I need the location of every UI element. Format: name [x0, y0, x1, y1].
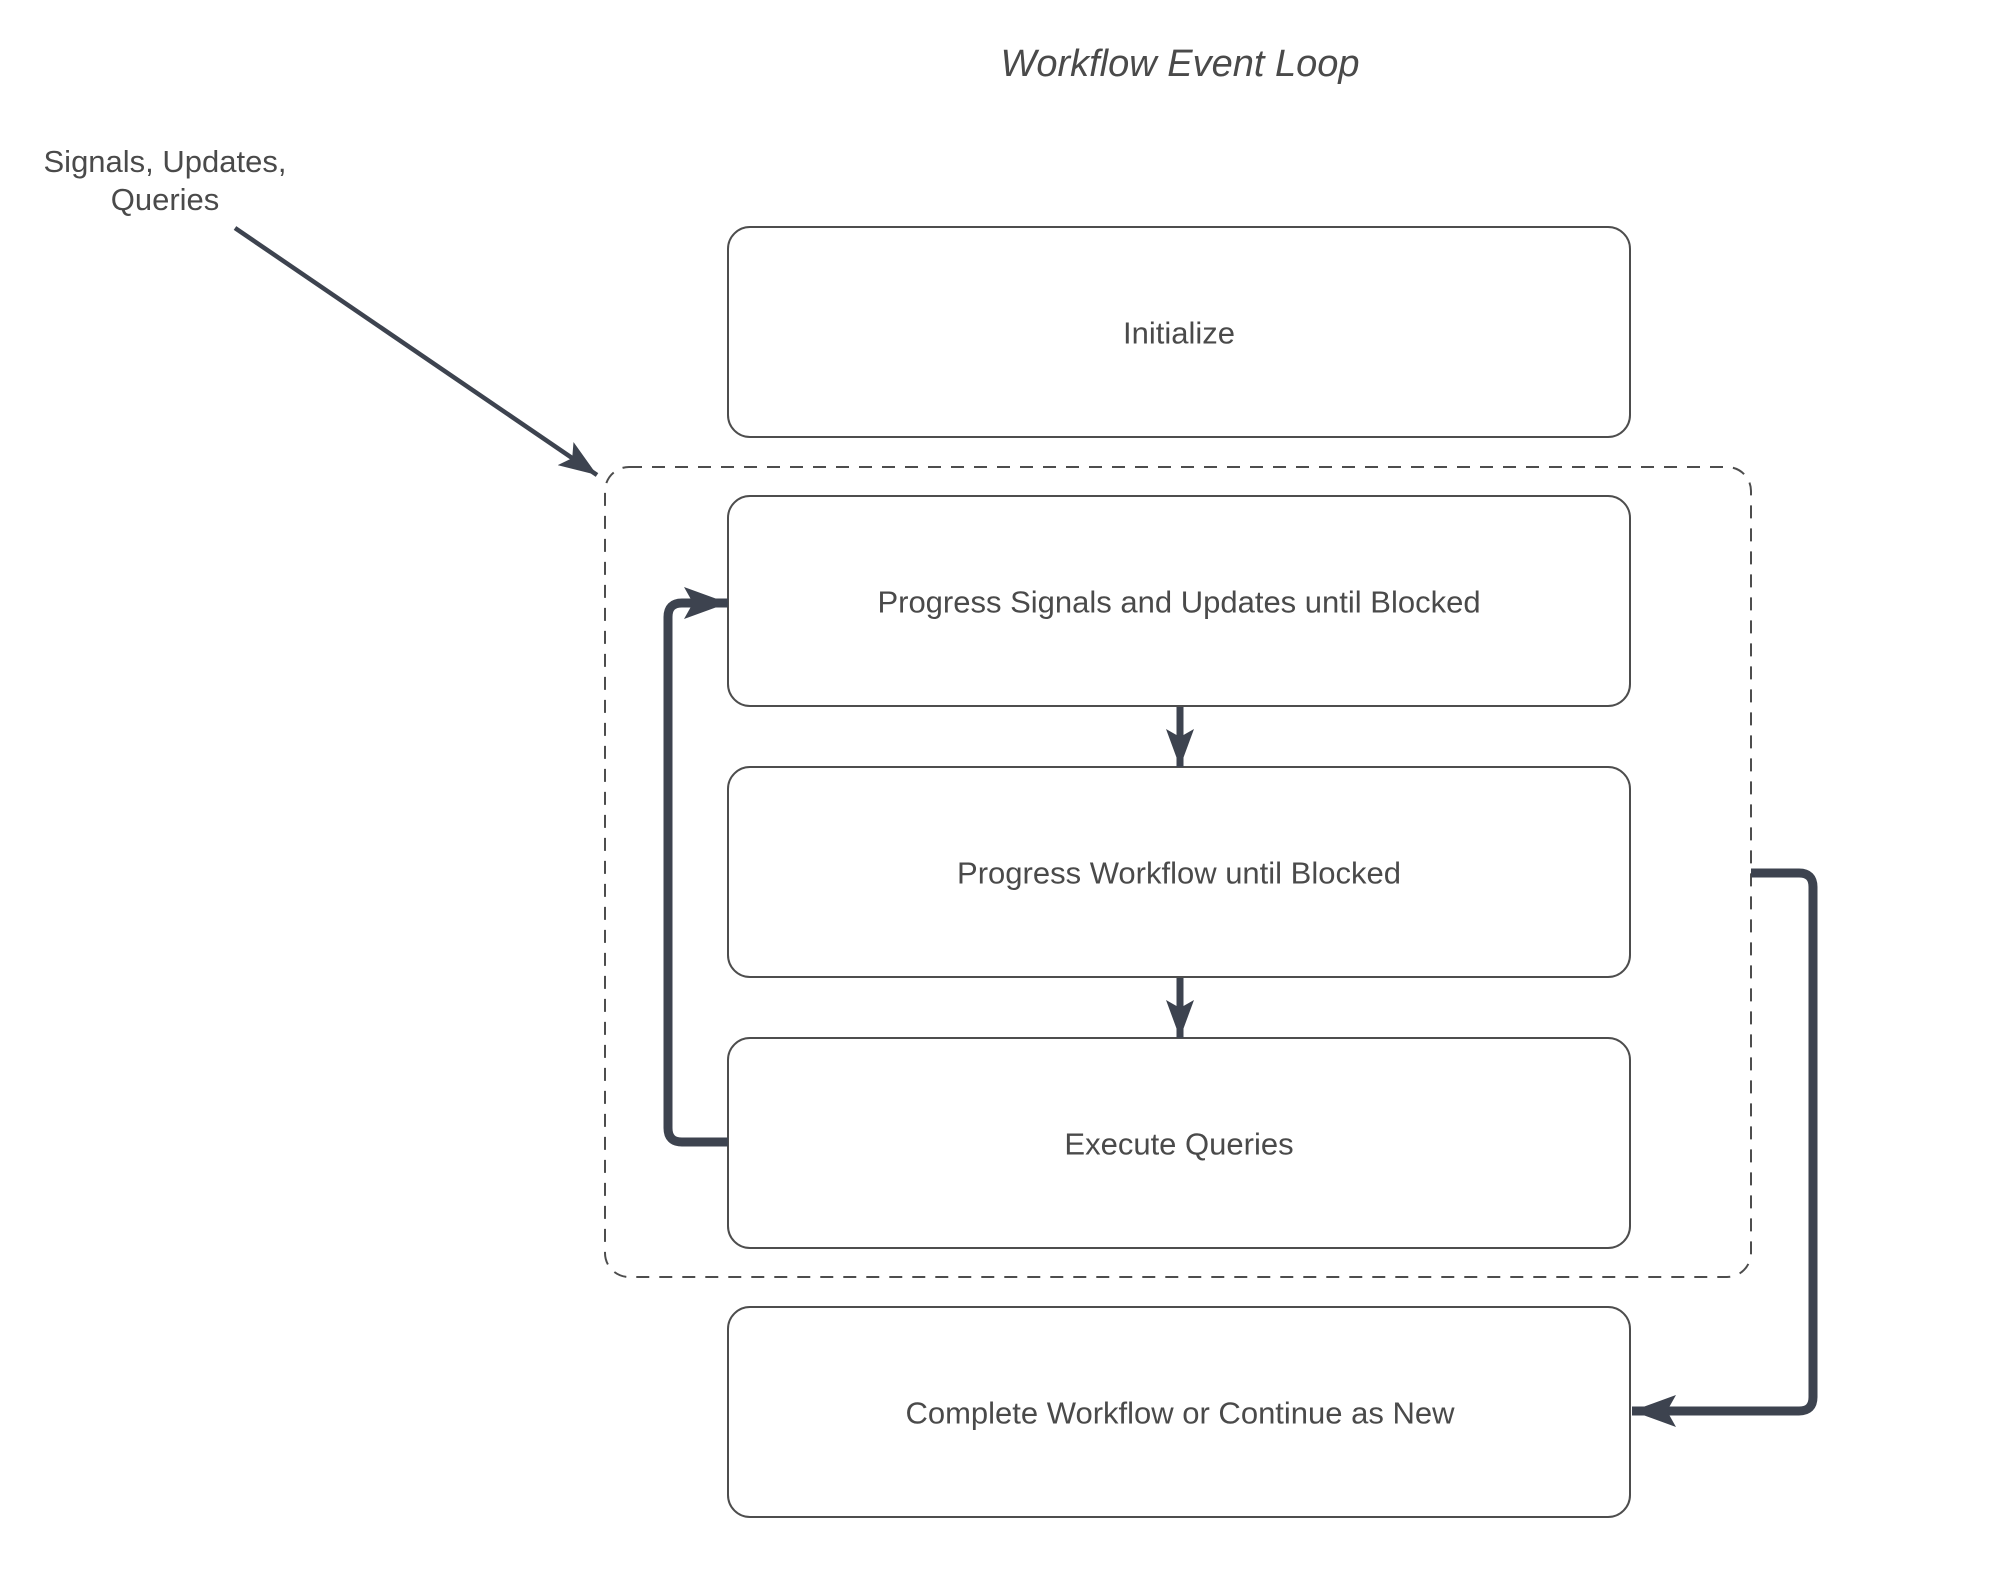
edge-queries-loop-to-signals — [663, 587, 728, 1147]
diagram-title: Workflow Event Loop — [1000, 43, 1359, 85]
node-progress-signals-updates-label: Progress Signals and Updates until Block… — [877, 585, 1480, 620]
node-initialize-box — [727, 226, 1631, 438]
side-label-line-1: Signals, Updates, — [44, 144, 287, 179]
edge-workflow-to-complete — [1632, 868, 1818, 1427]
node-complete-or-continue-label: Complete Workflow or Continue as New — [905, 1396, 1455, 1431]
event-loop-group-border — [604, 466, 1752, 1278]
node-initialize: Initialize — [727, 226, 1631, 438]
node-progress-workflow: Progress Workflow until Blocked — [727, 766, 1631, 978]
edge-side-label-to-group — [233, 226, 599, 477]
side-label: Signals, Updates, Queries — [44, 144, 287, 217]
node-execute-queries-label: Execute Queries — [1064, 1127, 1293, 1162]
node-progress-signals-updates: Progress Signals and Updates until Block… — [727, 495, 1631, 707]
node-complete-or-continue-box — [727, 1306, 1631, 1518]
node-complete-or-continue: Complete Workflow or Continue as New — [727, 1306, 1631, 1518]
node-execute-queries: Execute Queries — [727, 1037, 1631, 1249]
node-progress-workflow-label: Progress Workflow until Blocked — [957, 856, 1401, 891]
node-initialize-label: Initialize — [1123, 316, 1235, 351]
side-label-line-2: Queries — [111, 182, 220, 217]
